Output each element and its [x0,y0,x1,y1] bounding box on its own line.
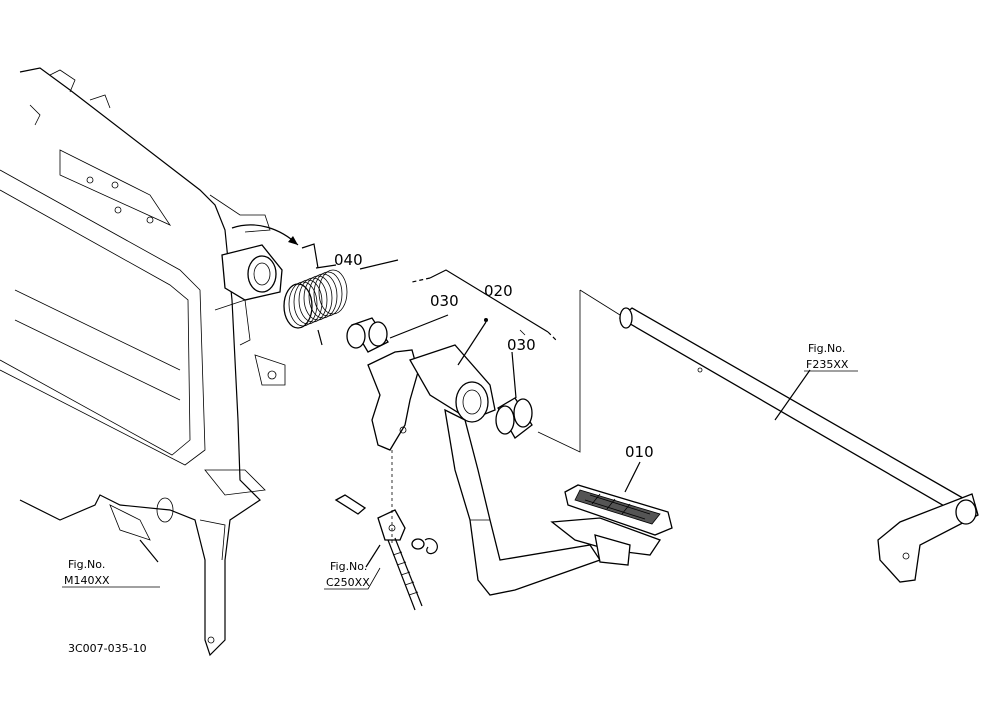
leader-lines [139,259,811,568]
callout-040: 040 [334,251,363,269]
ref-m140-number: M140XX [64,574,110,587]
ref-f235-label: Fig.No. [808,342,845,355]
pedal-arm-part-020 [367,344,661,596]
ref-f235-number: F235XX [806,358,849,371]
bushing-part-030-left [346,317,389,353]
callout-020: 020 [484,282,513,300]
ref-m140-label: Fig.No. [68,558,105,571]
bushing-part-030-right [495,397,533,439]
callout-030-left: 030 [430,292,459,310]
frame-panel [0,67,286,657]
clevis-rod [334,494,438,611]
ref-c250-label: Fig.No. [330,560,367,573]
drawing-code: 3C007-035-10 [68,642,147,655]
pedal-shaft [618,307,979,583]
ref-c250-number: C250XX [326,576,370,589]
callout-010: 010 [625,443,654,461]
pedal-boss [221,224,299,301]
callout-030-right: 030 [507,336,536,354]
spring-part-040 [283,243,348,346]
pedal-pad-part-010 [564,484,673,536]
